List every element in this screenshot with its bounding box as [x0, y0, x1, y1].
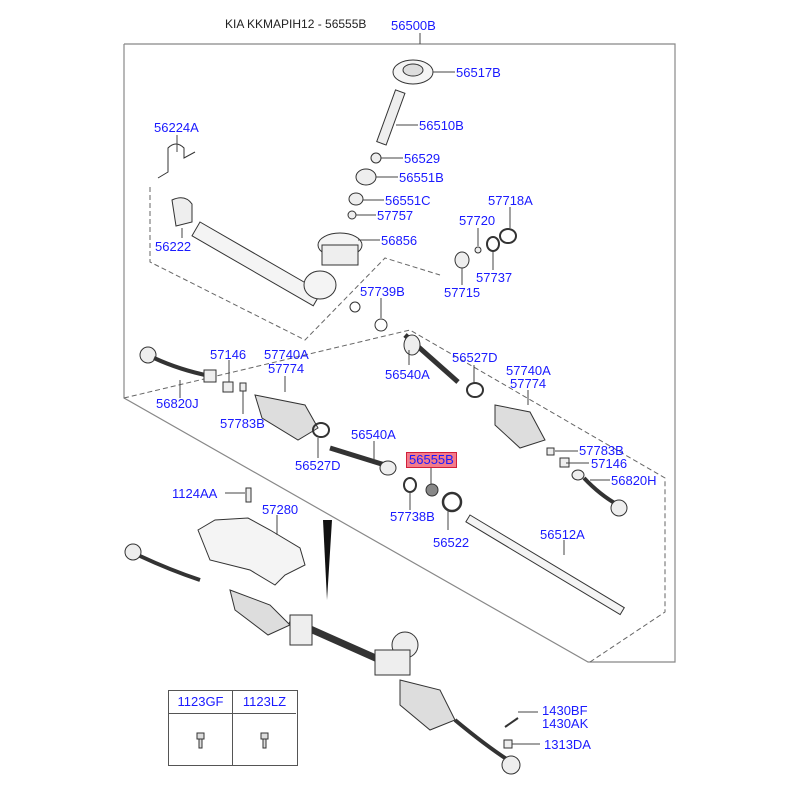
gear-housing-part — [191, 221, 363, 307]
part-label[interactable]: 1430BF — [542, 703, 588, 718]
table-divider — [232, 691, 233, 765]
full-steering-assembly — [124, 543, 521, 775]
part-label[interactable]: 57146 — [210, 347, 247, 362]
bearing-56555b-part — [425, 483, 439, 497]
part-label[interactable]: 56856 — [381, 233, 418, 248]
part-label[interactable]: 1124AA — [172, 486, 218, 501]
oring-part — [349, 301, 361, 313]
part-label[interactable]: 57739B — [360, 284, 405, 299]
rack-bar-part — [465, 514, 625, 616]
boot-right-part — [494, 404, 546, 449]
clamp-56527d-upper-part — [466, 382, 484, 398]
boot-left-part — [254, 394, 319, 441]
part-label[interactable]: 57740A — [506, 363, 551, 378]
inner-tie-rod-lower-part — [329, 445, 397, 476]
tie-rod-end-right-part — [571, 469, 628, 517]
frame-outline — [123, 43, 676, 663]
castle-nut-part — [503, 739, 513, 749]
bolt-1124aa-part — [245, 487, 252, 503]
ball-57757-part — [347, 210, 357, 220]
part-label[interactable]: 57280 — [262, 502, 299, 517]
bolt-icons — [196, 732, 269, 749]
part-label[interactable]: 57718A — [488, 193, 533, 208]
part-label[interactable]: 57738B — [390, 509, 435, 524]
clamp-56224a-part — [157, 143, 196, 179]
part-label[interactable]: 57715 — [444, 285, 481, 300]
part-label[interactable]: 1430AK — [542, 716, 589, 731]
part-label[interactable]: 56222 — [155, 239, 192, 254]
part-label[interactable]: 56551B — [399, 170, 444, 185]
clamp-56527d-lower-part — [312, 422, 330, 438]
bushing-56551b-part — [355, 168, 377, 186]
pinion-shaft-part — [376, 89, 406, 146]
part-label[interactable]: 56512A — [540, 527, 585, 542]
part-label[interactable]: 57757 — [377, 208, 414, 223]
part-label[interactable]: 56224A — [154, 120, 199, 135]
part-label[interactable]: 56540A — [351, 427, 396, 442]
direction-arrow — [323, 520, 332, 600]
cotter-pin-part — [504, 717, 519, 728]
part-label[interactable]: 57720 — [459, 213, 496, 228]
part-label[interactable]: 56522 — [433, 535, 470, 550]
part-label[interactable]: 57740A — [264, 347, 309, 362]
inner-tie-rod-upper-part — [403, 333, 460, 384]
part-label[interactable]: 57783B — [579, 443, 624, 458]
bolt-icon — [196, 732, 205, 749]
part-label[interactable]: 57774 — [510, 376, 547, 391]
fastener-header[interactable]: 1123LZ — [233, 691, 296, 714]
seal-56529-part — [370, 152, 382, 164]
part-label[interactable]: 56820J — [156, 396, 199, 411]
bolt-icon — [260, 732, 269, 749]
dashed-group-lower — [123, 329, 666, 663]
part-label[interactable]: 57774 — [268, 361, 305, 376]
part-label[interactable]: 56529 — [404, 151, 441, 166]
part-label[interactable]: 1313DA — [544, 737, 591, 752]
part-label[interactable]: 56820H — [611, 473, 657, 488]
diagram-title: KIA KKMAPIH12 - 56555B — [225, 17, 367, 31]
yoke-parts — [454, 228, 517, 269]
assembly-label[interactable]: 56500B — [391, 18, 436, 33]
fastener-table: 1123GF 1123LZ — [168, 690, 298, 766]
seal-56522-part — [441, 491, 463, 513]
leader-lines — [176, 71, 610, 745]
part-label[interactable]: 56551C — [385, 193, 431, 208]
part-label[interactable]: 57146 — [591, 456, 628, 471]
ring-57738b-part — [403, 477, 417, 493]
tie-rod-end-left-part — [139, 346, 217, 383]
part-label[interactable]: 57783B — [220, 416, 265, 431]
nut-parts-left — [222, 381, 247, 393]
part-label[interactable]: 57737 — [476, 270, 513, 285]
bushing-56222-part — [171, 197, 193, 227]
highlighted-part-label[interactable]: 56555B — [406, 452, 457, 468]
heat-shield-part — [197, 517, 306, 586]
dashed-group-upper — [149, 187, 441, 341]
washer-57739b-part — [374, 318, 388, 332]
part-label[interactable]: 56527D — [295, 458, 341, 473]
bushing-56551c-part — [348, 192, 364, 206]
part-label[interactable]: 56540A — [385, 367, 430, 382]
column-bearing-part — [392, 59, 434, 85]
part-label[interactable]: 56527D — [452, 350, 498, 365]
part-label[interactable]: 56510B — [419, 118, 464, 133]
part-label[interactable]: 56517B — [456, 65, 501, 80]
